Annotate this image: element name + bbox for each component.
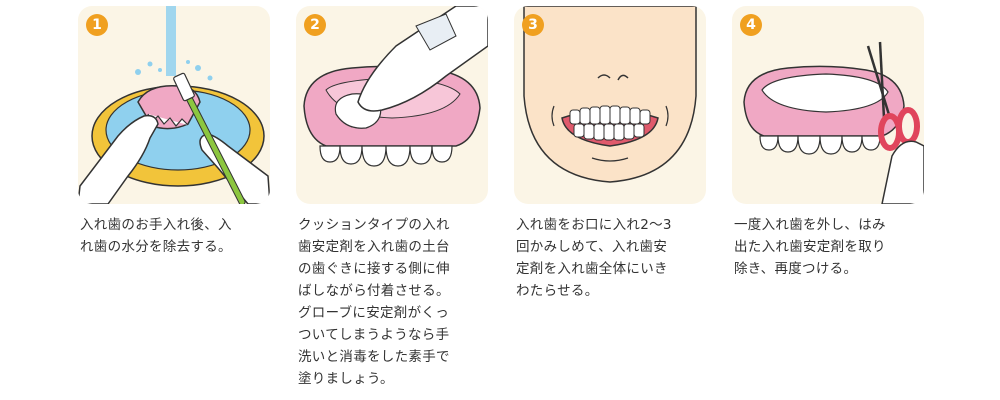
step-3-line: わたらせる。: [516, 283, 599, 299]
step-3-line: 定剤を入れ歯全体にいき: [516, 261, 668, 277]
step-4-text: 一度入れ歯を外し、はみ 出た入れ歯安定剤を取り 除き、再度つける。: [732, 214, 924, 280]
step-2-line: 歯安定剤を入れ歯の土台: [298, 239, 450, 255]
step-3-line: 入れ歯をお口に入れ2〜3: [516, 217, 672, 233]
step-4-line: 一度入れ歯を外し、はみ: [734, 217, 886, 233]
step-3-line: 回かみしめて、入れ歯安: [516, 239, 668, 255]
step-3-text: 入れ歯をお口に入れ2〜3 回かみしめて、入れ歯安 定剤を入れ歯全体にいき わたら…: [514, 214, 706, 302]
denture-washing-illustration: [78, 6, 270, 204]
step-2-line: の歯ぐきに接する側に伸: [298, 261, 450, 277]
step-1-badge: 1: [86, 14, 108, 36]
step-2-line: 洗いと消毒をした素手で: [298, 349, 450, 365]
step-2-line: クッションタイプの入れ: [298, 217, 450, 233]
step-1-line: 入れ歯のお手入れ後、入: [80, 217, 232, 233]
step-1-panel: 1: [78, 6, 270, 204]
step-4-line: 除き、再度つける。: [734, 261, 858, 277]
step-1-text: 入れ歯のお手入れ後、入 れ歯の水分を除去する。: [78, 214, 270, 258]
step-4-badge: 4: [740, 14, 762, 36]
applying-adhesive-illustration: [303, 6, 488, 167]
step-2-text: クッションタイプの入れ 歯安定剤を入れ歯の土台 の歯ぐきに接する側に伸 ばしなが…: [296, 214, 488, 390]
step-3-panel: 3: [514, 6, 706, 204]
step-1: 1: [78, 6, 270, 258]
step-2-badge: 2: [304, 14, 326, 36]
step-2-line: 塗りましょう。: [298, 371, 394, 387]
step-2: 2 クッシ: [296, 6, 488, 390]
step-4-panel: 4: [732, 6, 924, 204]
step-4-line: 出た入れ歯安定剤を取り: [734, 239, 886, 255]
step-2-panel: 2: [296, 6, 488, 204]
step-2-line: グローブに安定剤がくっ: [298, 305, 449, 321]
step-2-line: ばしながら付着させる。: [298, 283, 450, 299]
step-3: 3: [514, 6, 706, 302]
trimming-adhesive-illustration: [743, 41, 924, 204]
biting-illustration: [523, 6, 697, 183]
step-4: 4: [732, 6, 924, 280]
step-2-line: ついてしまうようなら手: [298, 327, 450, 343]
step-3-badge: 3: [522, 14, 544, 36]
step-1-line: れ歯の水分を除去する。: [80, 239, 232, 255]
